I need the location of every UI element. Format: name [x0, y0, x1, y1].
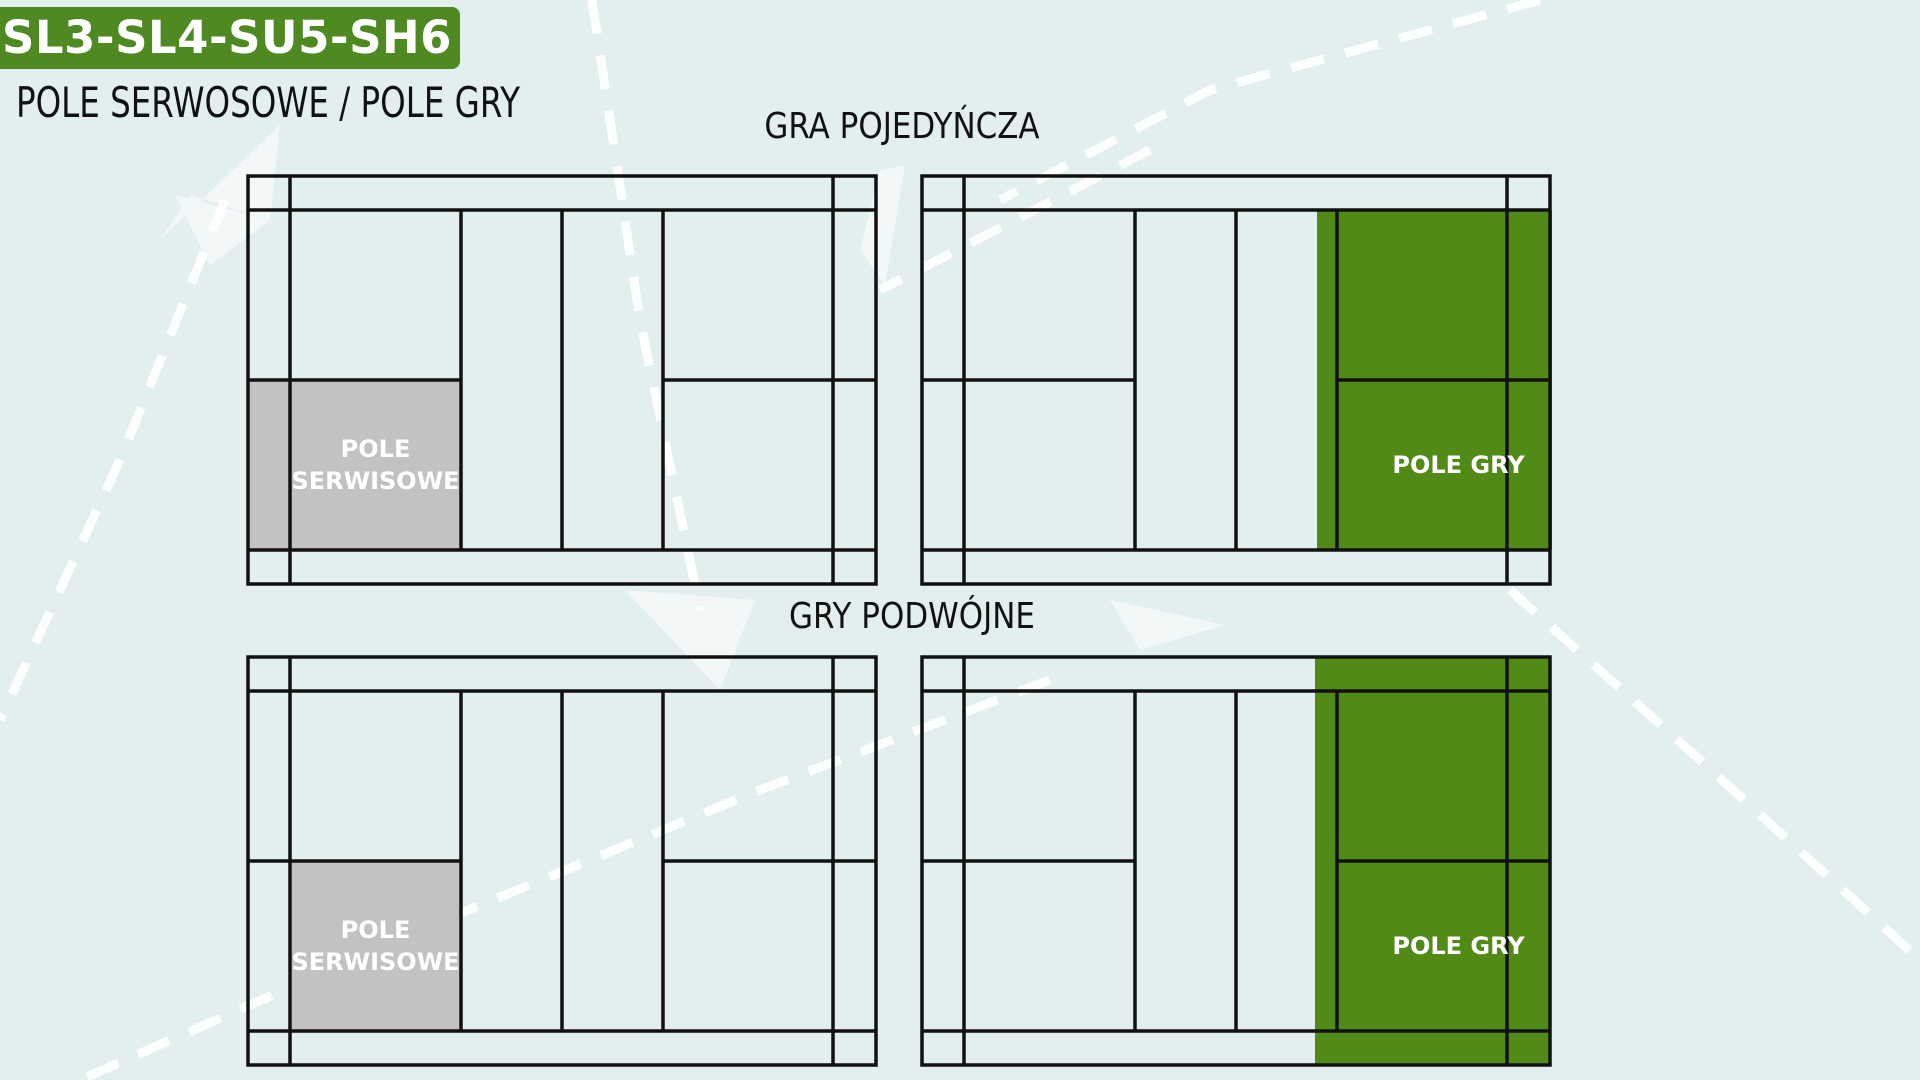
service-area-fill	[290, 861, 461, 1031]
dashed-trail-line	[997, 0, 1542, 204]
court-singles-play-area: POLE GRY	[920, 174, 1552, 586]
paper-plane-icon	[860, 165, 905, 285]
section-title-singles: GRA POJEDYŃCZA	[764, 106, 1040, 147]
level-badge: SL3-SL4-SU5-SH6	[0, 7, 460, 69]
dashed-trail-line	[1506, 586, 1920, 964]
court-label: POLE GRY	[1392, 451, 1525, 479]
dashed-trail-line	[587, 0, 705, 611]
court-doubles-play-area: POLE GRY	[920, 655, 1552, 1067]
paper-plane-icon	[175, 195, 270, 265]
court-label: POLE	[341, 916, 411, 944]
paper-plane-icon	[1110, 600, 1225, 650]
service-area-fill	[248, 380, 461, 550]
page-title: POLE SERWOSOWE / POLE GRY	[16, 78, 520, 127]
court-label: POLE GRY	[1392, 932, 1525, 960]
court-singles-service-area: POLE SERWISOWE	[246, 174, 878, 586]
section-title-doubles: GRY PODWÓJNE	[789, 596, 1035, 637]
court-label: POLE	[341, 435, 411, 463]
dashed-trail-line	[78, 675, 1052, 1080]
dashed-trail-line	[0, 198, 230, 722]
paper-plane-icon	[625, 590, 755, 690]
court-label: SERWISOWE	[291, 467, 459, 495]
dashed-trail-line	[877, 146, 1153, 294]
court-doubles-service-area: POLE SERWISOWE	[246, 655, 878, 1067]
court-label: SERWISOWE	[291, 948, 459, 976]
